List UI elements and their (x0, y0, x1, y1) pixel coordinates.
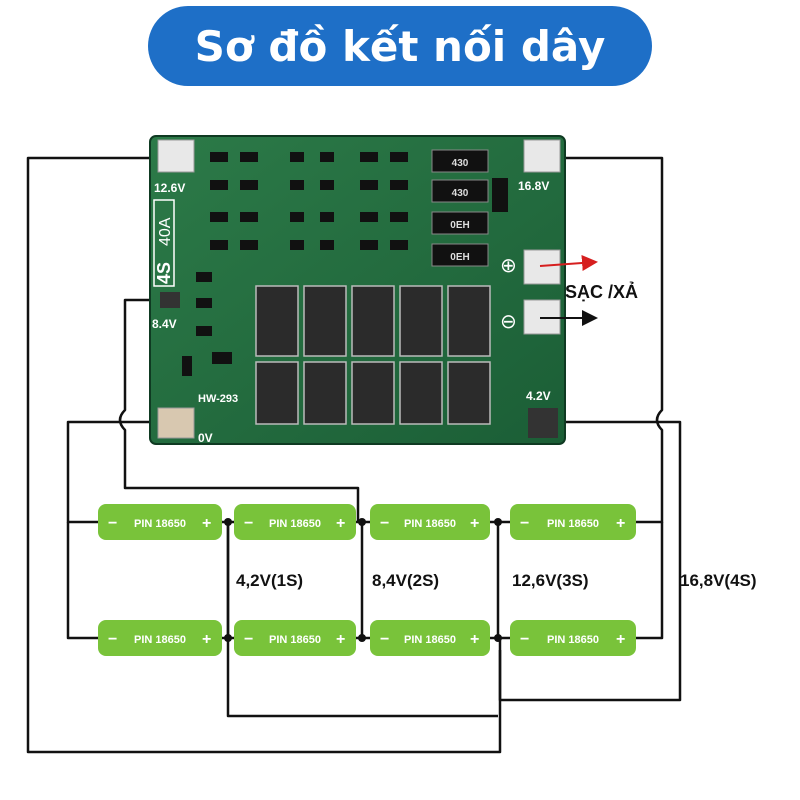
svg-text:−: − (380, 515, 389, 532)
wires (26, 156, 682, 754)
pad-16v8 (523, 139, 561, 173)
pad-4v2 (528, 408, 558, 438)
series-label-4s: 16,8V(4S) (680, 571, 757, 590)
svg-text:−: − (244, 515, 253, 532)
plus-symbol-icon: ⊕ (500, 253, 517, 277)
battery-cell: − PIN 18650 + (234, 504, 356, 540)
svg-text:−: − (520, 515, 529, 532)
svg-text:PIN 18650: PIN 18650 (404, 518, 456, 530)
smd-components (182, 152, 508, 376)
mosfets (255, 285, 491, 425)
svg-text:PIN 18650: PIN 18650 (547, 518, 599, 530)
battery-cell: − PIN 18650 + (98, 504, 222, 540)
battery-row-top: − PIN 18650 + − PIN 18650 + − PIN 18650 … (98, 504, 636, 540)
series-label-2s: 8,4V(2S) (372, 571, 439, 590)
svg-text:+: + (202, 515, 211, 532)
battery-cell: − PIN 18650 + (370, 620, 490, 656)
board-model-label: 4S (154, 262, 174, 284)
title-banner: Sơ đồ kết nối dây (148, 6, 652, 86)
shunt-resistors: 430 430 0EH 0EH (431, 149, 489, 267)
svg-text:−: − (244, 631, 253, 648)
svg-text:−: − (520, 631, 529, 648)
board-current-label: 40A (157, 217, 174, 246)
resistor-code-4: 0EH (450, 252, 469, 263)
charge-arrow-red (539, 255, 598, 271)
series-label-3s: 12,6V(3S) (512, 571, 589, 590)
pad-0v (157, 407, 195, 439)
pad-8v4 (160, 292, 180, 308)
wire-12v6 (26, 156, 502, 754)
pad-label-0v: 0V (198, 431, 213, 445)
svg-text:+: + (470, 515, 479, 532)
svg-text:PIN 18650: PIN 18650 (134, 518, 186, 530)
charge-discharge-label: SẠC /XẢ (565, 281, 638, 302)
pad-12v6 (157, 139, 195, 173)
battery-cell: − PIN 18650 + (510, 504, 636, 540)
svg-text:PIN 18650: PIN 18650 (269, 634, 321, 646)
bms-board: 430 430 0EH 0EH 4S 40A 12.6V 8.4V 0V 16.… (149, 135, 566, 445)
pad-label-4v2: 4.2V (526, 389, 551, 403)
wire-16v8-b (636, 522, 664, 640)
page-title: Sơ đồ kết nối dây (194, 21, 606, 71)
battery-cell: − PIN 18650 + (234, 620, 356, 656)
board-id-label: HW-293 (198, 393, 238, 405)
battery-row-bottom: − PIN 18650 + − PIN 18650 + − PIN 18650 … (98, 620, 636, 656)
resistor-code-2: 430 (452, 188, 469, 199)
svg-text:−: − (108, 515, 117, 532)
wire-0v (66, 420, 170, 524)
svg-text:+: + (616, 515, 625, 532)
svg-text:+: + (616, 631, 625, 648)
pad-charge-plus (523, 249, 561, 285)
wire-0v-b (66, 522, 98, 640)
wire-4v2 (498, 420, 682, 702)
pad-label-16v8: 16.8V (518, 179, 549, 193)
svg-text:PIN 18650: PIN 18650 (404, 634, 456, 646)
battery-cell: − PIN 18650 + (98, 620, 222, 656)
series-label-1s: 4,2V(1S) (236, 571, 303, 590)
svg-text:PIN 18650: PIN 18650 (269, 518, 321, 530)
svg-text:+: + (202, 631, 211, 648)
svg-text:PIN 18650: PIN 18650 (547, 634, 599, 646)
battery-cell: − PIN 18650 + (510, 620, 636, 656)
pad-label-8v4: 8.4V (152, 317, 177, 331)
resistor-code-1: 430 (452, 158, 469, 169)
resistor-code-3: 0EH (450, 220, 469, 231)
svg-text:+: + (336, 515, 345, 532)
pad-label-12v6: 12.6V (154, 181, 185, 195)
svg-text:−: − (380, 631, 389, 648)
svg-text:+: + (336, 631, 345, 648)
svg-text:−: − (108, 631, 117, 648)
svg-text:+: + (470, 631, 479, 648)
wire-16v8 (556, 156, 664, 524)
battery-cell: − PIN 18650 + (370, 504, 490, 540)
minus-symbol-icon: ⊖ (500, 309, 517, 333)
junction-dots (224, 518, 502, 642)
svg-text:PIN 18650: PIN 18650 (134, 634, 186, 646)
